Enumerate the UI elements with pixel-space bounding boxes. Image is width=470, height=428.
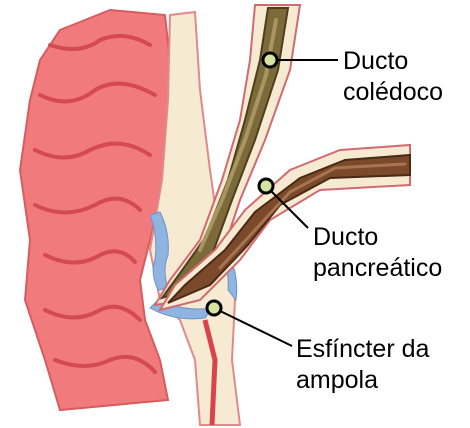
label-ampulla-sphincter-line1: Esfíncter da — [296, 334, 429, 365]
label-ampulla-sphincter: Esfíncter da ampola — [296, 334, 429, 396]
label-pancreatic-duct: Ducto pancreático — [313, 222, 442, 284]
label-common-bile-duct: Ducto colédoco — [343, 46, 443, 108]
label-pancreatic-duct-line2: pancreático — [313, 253, 442, 284]
marker-bile-duct — [263, 53, 277, 67]
label-common-bile-duct-line2: colédoco — [343, 77, 443, 108]
label-ampulla-sphincter-line2: ampola — [296, 365, 429, 396]
marker-pancreatic-duct — [259, 179, 273, 193]
label-pancreatic-duct-line1: Ducto — [313, 222, 442, 253]
marker-sphincter — [207, 301, 221, 315]
label-common-bile-duct-line1: Ducto — [343, 46, 443, 77]
